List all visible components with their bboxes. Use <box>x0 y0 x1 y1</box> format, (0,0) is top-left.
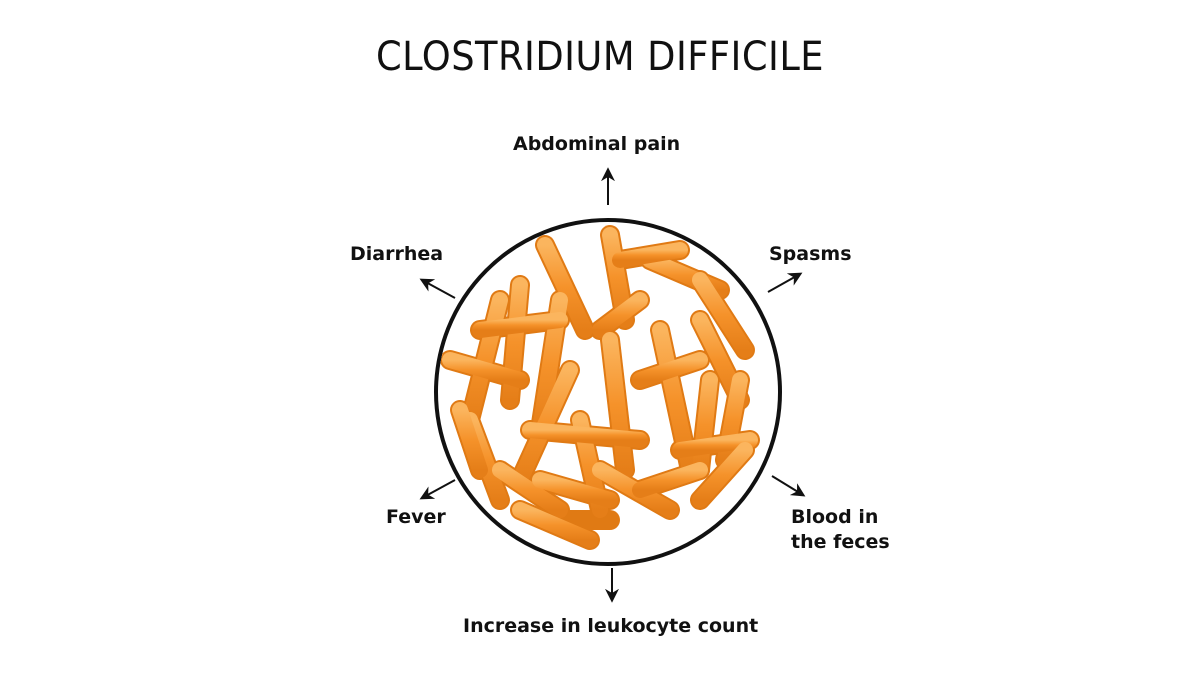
rod-bacteria-icon <box>440 225 760 550</box>
symptom-diarrhea: Diarrhea <box>350 243 444 265</box>
arrow-icon <box>419 167 806 603</box>
symptom-fever: Fever <box>386 506 446 528</box>
symptom-spasms: Spasms <box>769 243 852 265</box>
diagram-title: CLOSTRIDIUM DIFFICILE <box>375 34 825 80</box>
symptom-blood-in-feces: Blood in the feces <box>791 505 890 555</box>
arrow-upper-right-icon <box>767 272 803 293</box>
arrow-upper-left-icon <box>419 278 456 299</box>
arrow-lower-right-icon <box>771 475 806 497</box>
arrow-lower-left-icon <box>419 479 456 500</box>
symptom-abdominal-pain: Abdominal pain <box>513 133 681 155</box>
symptom-blood-line2: the feces <box>791 531 890 553</box>
symptom-blood-line1: Blood in <box>791 506 879 528</box>
symptom-leukocyte-count: Increase in leukocyte count <box>463 615 759 637</box>
